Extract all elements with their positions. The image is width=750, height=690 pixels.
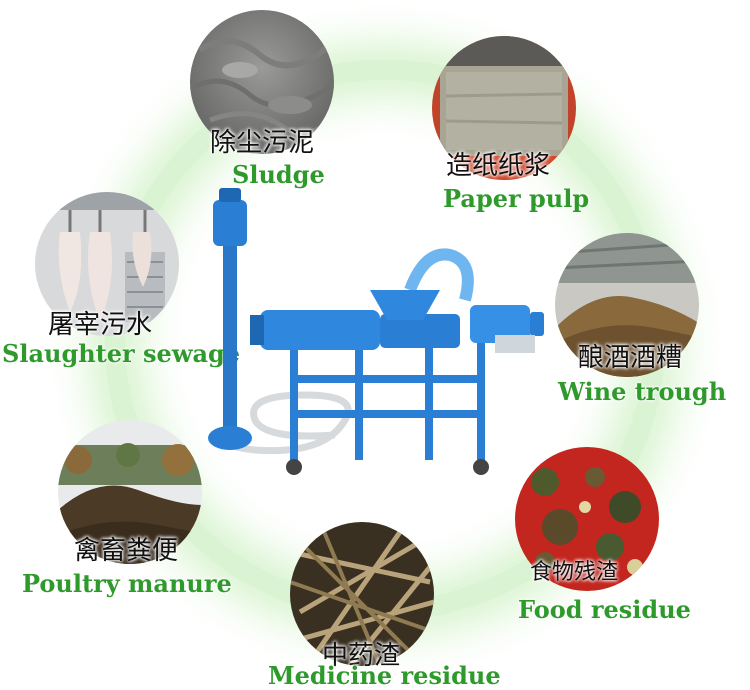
wine-trough-chinese-label: 酿酒酒糟	[578, 343, 683, 373]
paper-pulp-chinese-label: 造纸纸浆	[446, 151, 551, 181]
sludge-english-label: Sludge	[232, 160, 325, 189]
medicine-residue-photo	[290, 522, 434, 666]
food-residue-english-label: Food residue	[518, 595, 691, 624]
poultry-manure-chinese-label: 禽畜粪便	[74, 536, 179, 566]
wine-trough-english-label: Wine trough	[558, 377, 727, 406]
screw-press-separator-machine	[195, 180, 565, 480]
medicine-residue-english-label: Medicine residue	[268, 661, 501, 690]
food-residue-chinese-label: 食物残渣	[530, 560, 619, 585]
food-residue-photo	[515, 447, 659, 591]
poultry-manure-english-label: Poultry manure	[22, 569, 232, 598]
paper-pulp-english-label: Paper pulp	[443, 184, 590, 213]
wine-trough-photo	[555, 233, 699, 377]
sludge-chinese-label: 除尘污泥	[210, 128, 315, 158]
slaughter-sewage-chinese-label: 屠宰污水	[48, 310, 153, 340]
poultry-manure-photo	[58, 420, 202, 564]
slaughter-sewage-english-label: Slaughter sewage	[2, 339, 241, 368]
medicine-residue-chinese-label: 中药渣	[322, 641, 401, 671]
slaughter-sewage-photo	[35, 192, 179, 336]
